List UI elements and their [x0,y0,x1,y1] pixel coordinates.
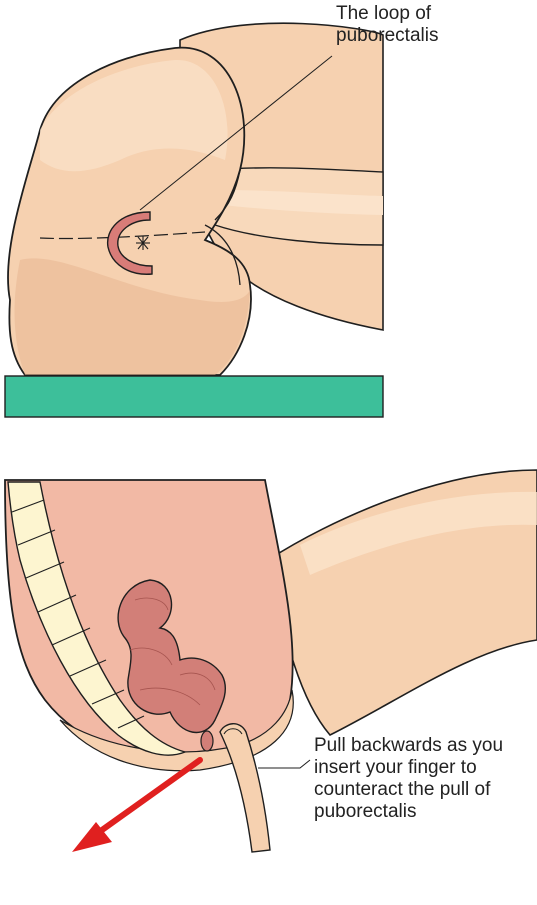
pull-arrow [72,760,200,852]
instruction-label-line2: insert your finger to [314,757,503,779]
instruction-label-line4: puborectalis [314,801,503,823]
table-surface [5,376,383,417]
bottom-leader-line [258,760,310,768]
puborectalis-label: The loop of puborectalis [336,3,438,47]
anal-opening [201,731,213,751]
top-panel [5,23,383,417]
puborectalis-label-line1: The loop of [336,3,438,25]
instruction-label-line3: counteract the pull of [314,779,503,801]
instruction-label: Pull backwards as you insert your finger… [314,735,503,823]
puborectalis-label-line2: puborectalis [336,25,438,47]
instruction-label-line1: Pull backwards as you [314,735,503,757]
